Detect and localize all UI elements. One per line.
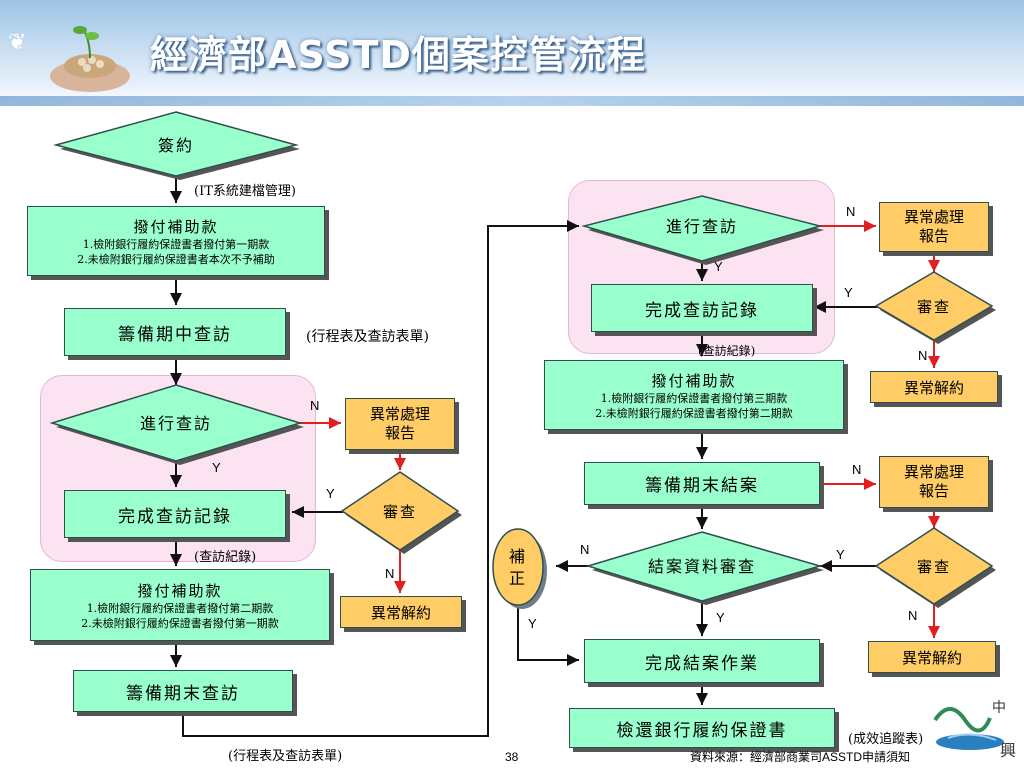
right-review-text: 審查: [917, 298, 951, 316]
end-visit-note: (行程表及查訪表單): [228, 749, 343, 764]
right-report-text: 異常處理報告: [903, 208, 964, 245]
svg-text:中: 中: [992, 700, 1006, 716]
arrow-supplement-to-complete: [517, 602, 579, 666]
complete-closing-box: 完成結案作業: [584, 639, 820, 683]
left-record-note: (查訪紀錄): [194, 550, 257, 565]
review2-y: Y: [836, 547, 845, 562]
supplement-y: Y: [528, 616, 537, 631]
left-cancel-box: 異常解約: [340, 596, 462, 628]
pay2-title: 撥付補助款: [137, 581, 223, 600]
right-visit-diamond: [581, 195, 823, 262]
dove-icon: ❦: [8, 30, 27, 55]
right-cancel2-box: 異常解約: [868, 641, 996, 673]
left-report-text: 異常處理報告: [369, 405, 430, 442]
end-visit-box: 籌備期末查訪: [73, 670, 293, 712]
review2-text: 審查: [917, 558, 951, 576]
pay1-line2: 2.未檢附銀行履約保證書者本次不予補助: [77, 252, 275, 266]
right-review-n: N: [918, 348, 928, 363]
left-visit-y: Y: [212, 460, 221, 475]
sign-diamond: [53, 111, 299, 177]
left-visit-diamond: [49, 384, 303, 462]
pay1-box: 撥付補助款 1.檢附銀行履約保證書者撥付第一期款 2.未檢附銀行履約保證書者本次…: [27, 206, 325, 276]
hands-seedling-icon: [50, 26, 130, 92]
right-record-note: (查訪紀錄): [698, 344, 756, 358]
left-visit-n: N: [310, 398, 320, 413]
closing-n: N: [852, 462, 862, 477]
pay3-title: 撥付補助款: [651, 371, 737, 390]
it-note: (IT系統建檔管理): [194, 184, 296, 199]
right-cancel-box: 異常解約: [870, 371, 998, 403]
right-report-box: 異常處理報告: [879, 202, 989, 252]
left-review-diamond: [340, 471, 460, 551]
left-visit-text: 進行查訪: [140, 414, 212, 433]
left-review-text: 審查: [383, 503, 417, 521]
page-number: 38: [505, 750, 519, 764]
closing-review-y: Y: [716, 610, 725, 625]
arrow-endvisit-to-rightvisit: [182, 220, 579, 737]
pay2-line1: 1.檢附銀行履約保證書者撥付第二期款: [86, 601, 274, 615]
supplement-oval: [492, 528, 544, 606]
return-guarantee-box: 檢還銀行履約保證書: [569, 708, 835, 748]
header-banner: [0, 0, 1024, 108]
left-record-box: 完成查訪記錄: [64, 490, 286, 538]
closing-review-diamond: [585, 531, 823, 602]
page-title: 經濟部ASSTD個案控管流程: [150, 33, 646, 77]
pay1-line1: 1.檢附銀行履約保證書者撥付第一期款: [82, 237, 270, 251]
pay1-title: 撥付補助款: [133, 217, 219, 236]
pay3-box: 撥付補助款 1.檢附銀行履約保證書者撥付第三期款 2.未檢附銀行履約保證書者撥付…: [544, 360, 844, 430]
corner-logo-icon: 中 興: [933, 700, 1016, 760]
right-report2-box: 異常處理報告: [879, 456, 989, 508]
right-review-diamond: [874, 271, 994, 341]
closing-box: 籌備期末結案: [584, 462, 820, 505]
sign-text: 簽約: [158, 136, 194, 155]
right-visit-n: N: [846, 204, 856, 219]
closing-review2-diamond: [874, 527, 994, 605]
right-visit-text: 進行查訪: [666, 217, 738, 236]
effect-note: (成效追蹤表): [848, 732, 924, 747]
review2-n: N: [908, 608, 918, 623]
left-review-n: N: [385, 566, 395, 581]
source-note: 資料來源：經濟部商業司ASSTD申請須知: [690, 750, 911, 764]
header-band: [0, 96, 1024, 106]
left-report-box: 異常處理報告: [345, 398, 455, 450]
mid-visit-box: 籌備期中查訪: [64, 308, 286, 356]
mid-visit-note: (行程表及查訪表單): [306, 329, 429, 345]
right-visit-y: Y: [714, 259, 723, 274]
pay3-line2: 2.未檢附銀行履約保證書者撥付第二期款: [595, 406, 793, 420]
closing-review-n: N: [580, 542, 590, 557]
supplement-text: 補正: [509, 547, 527, 588]
right-review-y: Y: [844, 285, 853, 300]
pay3-line1: 1.檢附銀行履約保證書者撥付第三期款: [600, 391, 788, 405]
pay2-box: 撥付補助款 1.檢附銀行履約保證書者撥付第二期款 2.未檢附銀行履約保證書者撥付…: [30, 569, 330, 641]
right-record-box: 完成查訪記錄: [591, 284, 813, 332]
right-report2-text: 異常處理報告: [903, 463, 964, 500]
pay2-line2: 2.未檢附銀行履約保證書者撥付第一期款: [81, 616, 279, 630]
closing-review-text: 結案資料審查: [648, 557, 756, 576]
left-review-y: Y: [326, 486, 335, 501]
svg-text:興: 興: [1000, 741, 1016, 760]
